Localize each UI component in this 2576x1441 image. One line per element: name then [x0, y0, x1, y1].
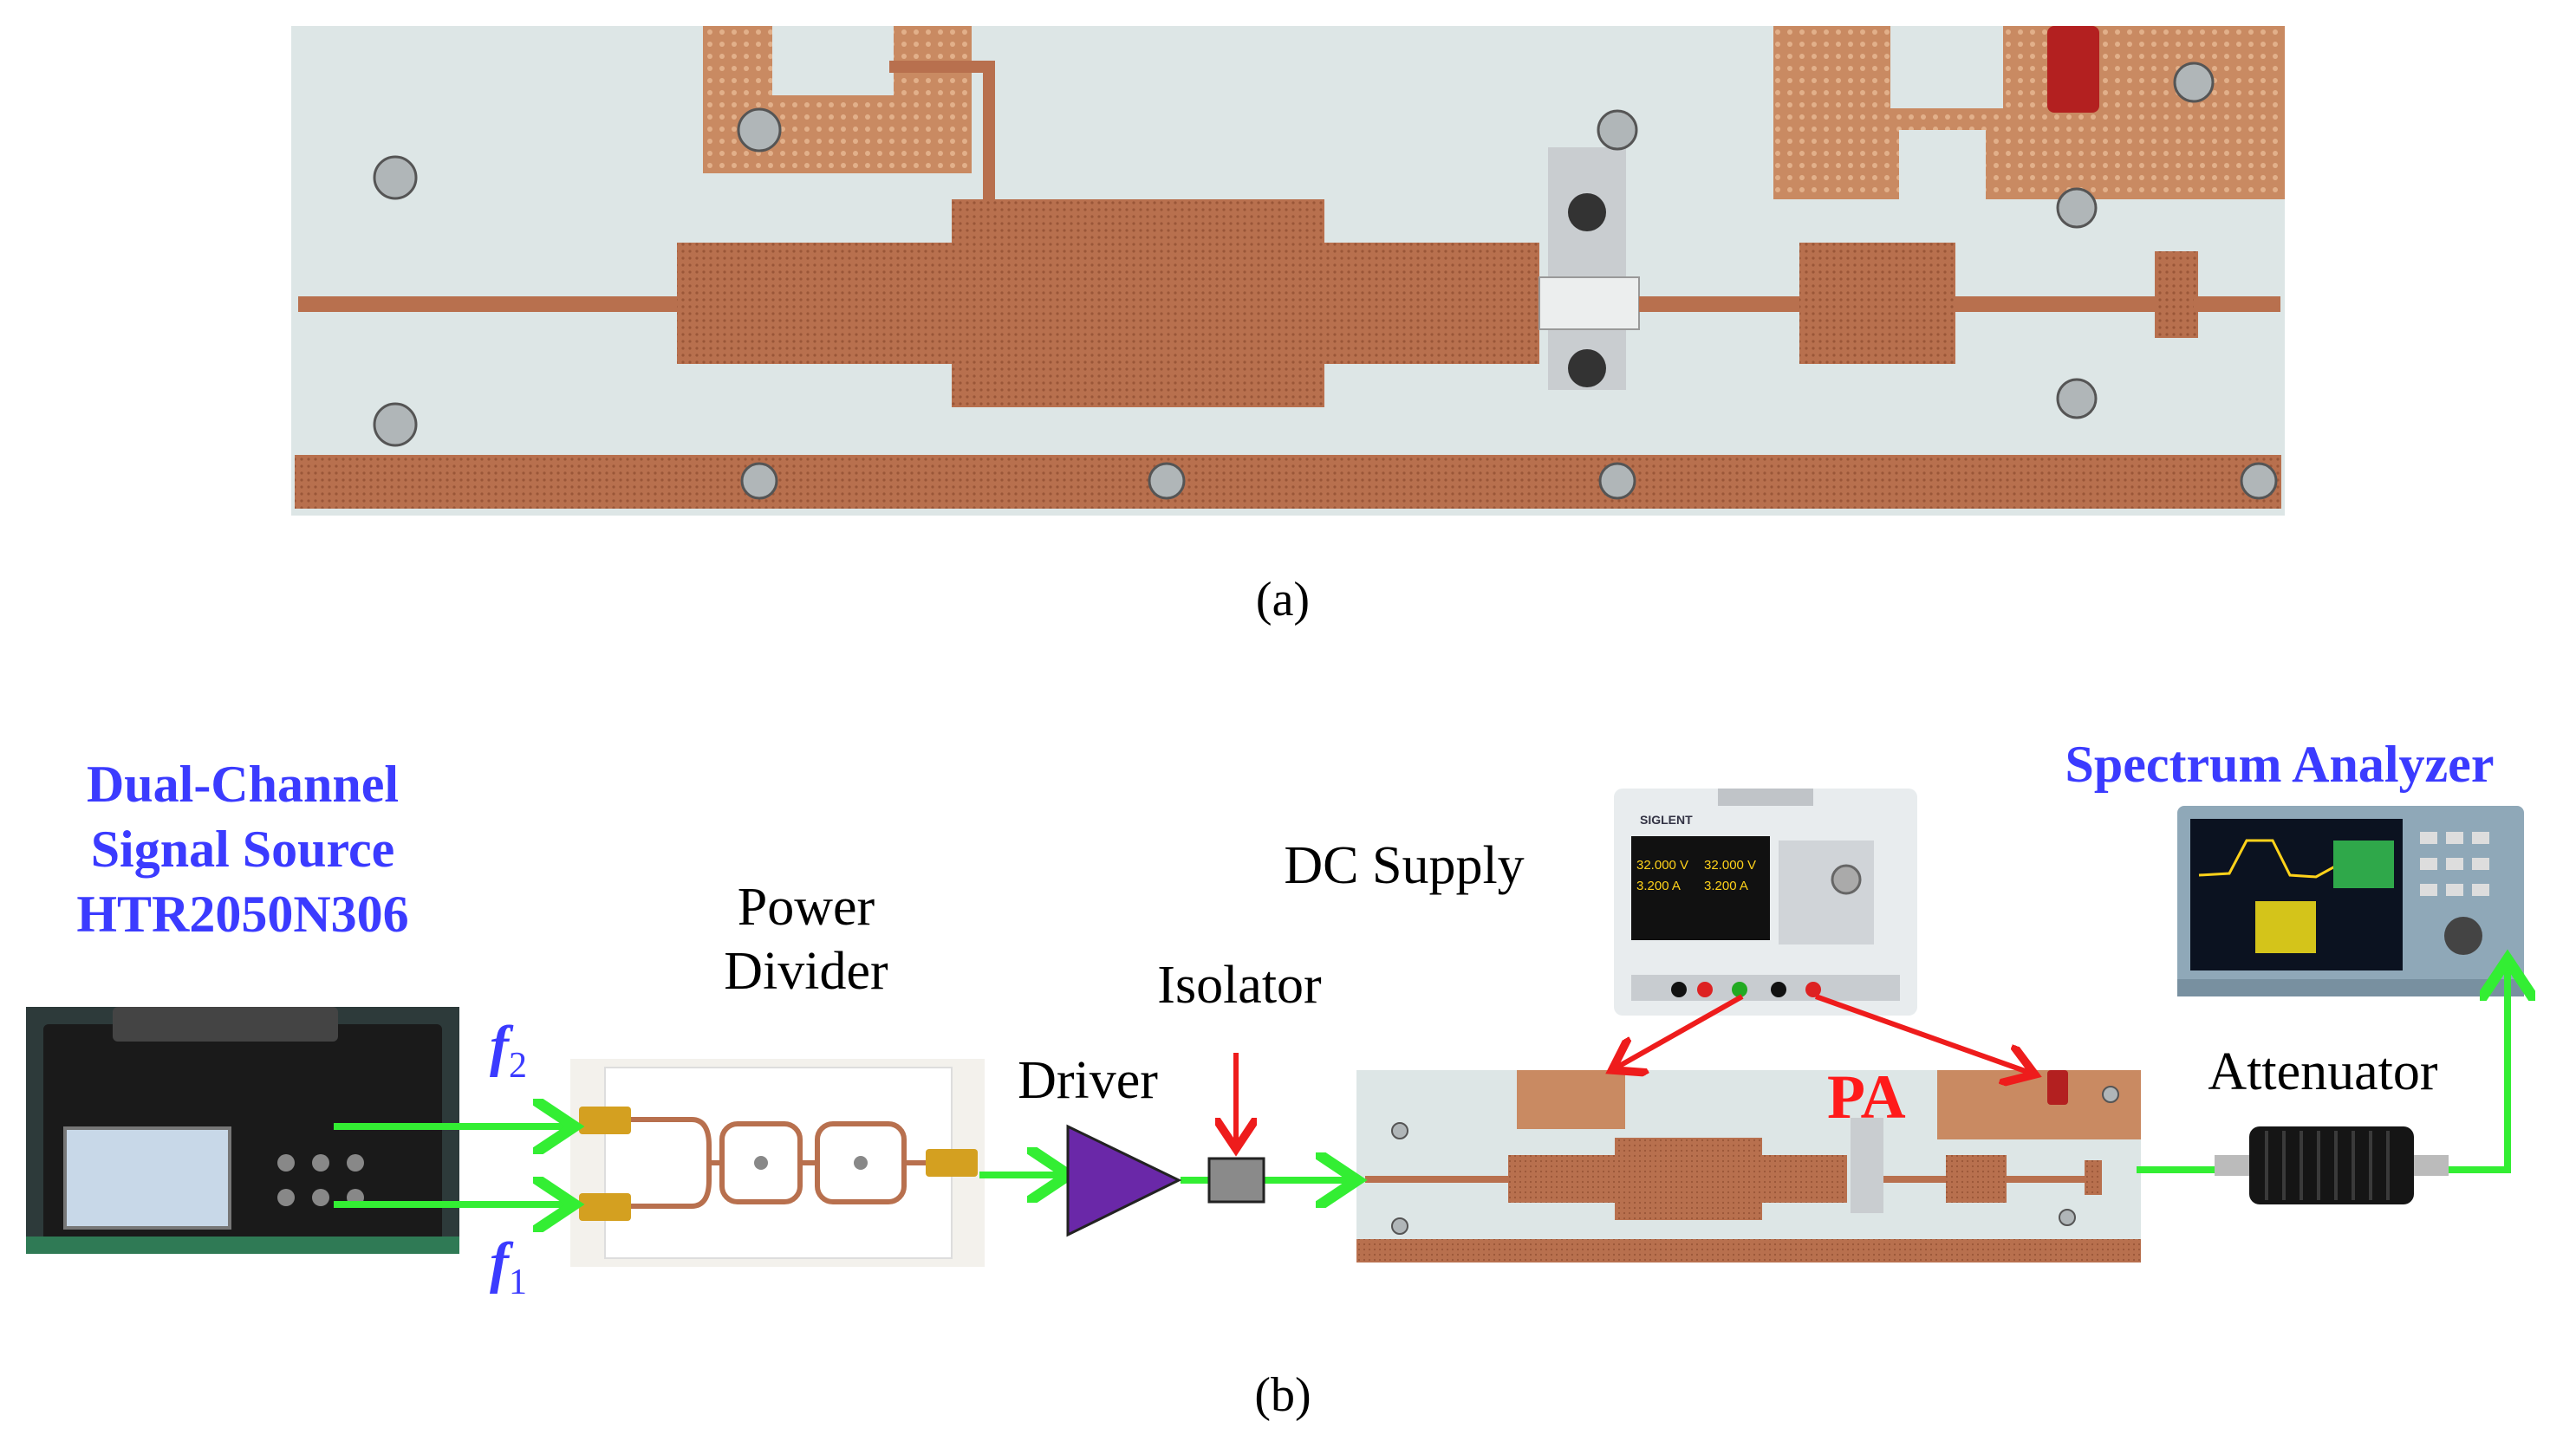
isolator-box: [1207, 1157, 1265, 1204]
pa-label: PA: [1827, 1062, 1906, 1132]
f1-label: f1: [490, 1231, 527, 1303]
signal-source-title-line2: Signal Source: [90, 821, 395, 878]
input-match-2: [952, 199, 1324, 407]
terminals: [1671, 982, 1821, 997]
input-match-1: [677, 243, 954, 364]
dc-brand: SIGLENT: [1640, 813, 1693, 827]
input-match-3: [1323, 243, 1539, 364]
divider-traces: [631, 1117, 934, 1209]
driver-label: Driver: [1018, 1051, 1158, 1110]
output-match: [1799, 243, 1955, 364]
panel-label-a: (a): [1255, 573, 1311, 626]
dc-supply-label: DC Supply: [1284, 836, 1525, 895]
signal-source-title-line1: Dual-Channel: [86, 756, 400, 813]
dc-ch1-current: 3.200 A: [1636, 879, 1681, 893]
input-line: [298, 296, 680, 312]
dc-supply-instrument: SIGLENT 32.000 V 3.200 A 32.000 V 3.200 …: [1614, 789, 1917, 1016]
power-divider-label: Power Divider: [724, 878, 888, 1002]
f2-label: f2: [490, 1015, 527, 1087]
spectrum-analyzer-instrument: [2177, 806, 2524, 996]
sma-connectors: [579, 1107, 978, 1221]
drain-pad: [1773, 26, 2285, 199]
arrow-attenuator-to-analyzer: [2449, 966, 2508, 1173]
pcb-board-drawing: [291, 26, 2285, 516]
output-line-1: [1639, 296, 1804, 312]
spectrum-analyzer-title: Spectrum Analyzer: [2065, 736, 2495, 793]
attenuator-device: [2215, 1122, 2449, 1209]
pcb-photo-a: [291, 26, 2285, 516]
screws: [373, 62, 2278, 500]
dc-ch1-voltage: 32.000 V: [1636, 858, 1689, 873]
electrolytic-cap: [2047, 26, 2099, 113]
signal-source-instrument: [26, 1007, 459, 1254]
isolator-label: Isolator: [1157, 956, 1322, 1015]
dc-arrow-drain: [1814, 994, 2030, 1073]
dc-ch2-current: 3.200 A: [1704, 879, 1748, 893]
output-line-2: [1954, 296, 2170, 312]
signal-source-title: Dual-Channel Signal Source HTR2050N306: [0, 752, 485, 947]
signal-source-title-line3: HTR2050N306: [76, 886, 409, 943]
attenuator-label: Attenuator: [2208, 1042, 2438, 1101]
dc-arrow-gate: [1617, 994, 1744, 1068]
panel-label-b: (b): [1254, 1368, 1311, 1422]
ground-strip: [295, 455, 2281, 509]
driver-amplifier: [1066, 1124, 1182, 1237]
pa-board: [1356, 1070, 2141, 1262]
dc-ch2-voltage: 32.000 V: [1704, 858, 1757, 873]
source-screen: [63, 1126, 231, 1230]
power-divider-board: [570, 1059, 985, 1267]
